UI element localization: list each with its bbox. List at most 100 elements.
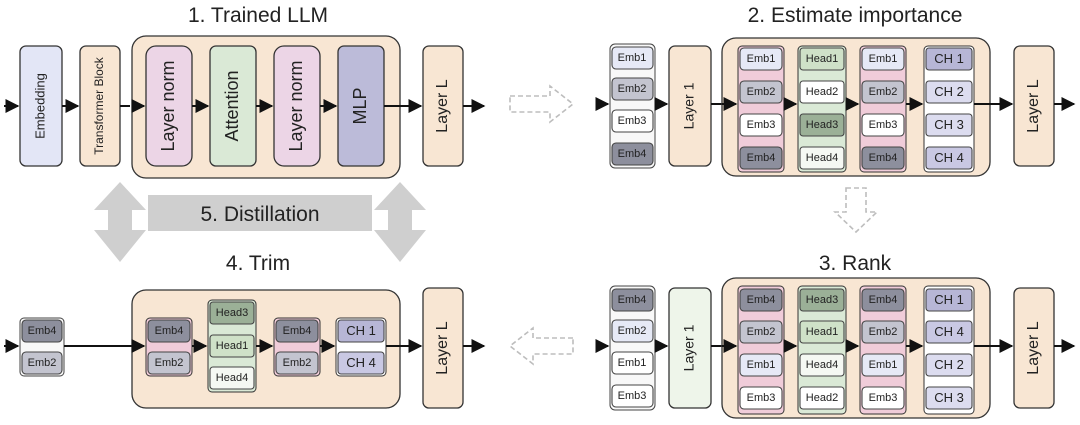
emb-cell [739, 80, 783, 104]
ch-cell [925, 353, 973, 377]
distillation-band [148, 195, 372, 231]
emb-cell [739, 288, 783, 312]
emb-text: Emb3 [747, 119, 776, 131]
emb-text: Emb3 [869, 392, 898, 404]
ch-cell [925, 288, 973, 312]
head-cell [799, 47, 845, 71]
head-text: Head3 [806, 119, 838, 131]
ch-cell [925, 386, 973, 410]
layer-1-label: Layer 1 [681, 82, 697, 129]
arrow-right-dashed [509, 84, 575, 124]
emb-cell [611, 319, 654, 343]
emb-cell [21, 319, 63, 343]
emb-cell [147, 319, 191, 343]
double-arrow-left-icon [94, 182, 146, 262]
emb-text: Emb2 [869, 86, 898, 98]
ch-text: CH 3 [934, 390, 964, 405]
emb-stack-2: Emb1 Emb2 Emb3 Emb4 [611, 46, 654, 166]
emb-cell [739, 47, 783, 71]
head-cell [799, 288, 845, 312]
head-text: Head1 [806, 53, 838, 65]
emb-cell [275, 319, 319, 343]
emb-text: Emb2 [155, 357, 184, 369]
step1-title: 1. Trained LLM [188, 4, 328, 27]
emb-text: Emb4 [747, 294, 776, 306]
emb-text: Emb2 [869, 326, 898, 338]
emb-text: Emb4 [618, 294, 647, 306]
emb-cell [861, 353, 905, 377]
ch-text: CH 4 [346, 355, 376, 370]
emb-cell [861, 146, 905, 170]
head-text: Head3 [216, 307, 248, 319]
head-cell [799, 386, 845, 410]
emb-cell [21, 351, 63, 375]
distillation-label: 5. Distillation [200, 203, 319, 226]
step3-title: 3. Rank [819, 252, 892, 275]
emb-text: Emb4 [155, 325, 184, 337]
ch-cell [925, 113, 973, 137]
step2-title: 2. Estimate importance [748, 4, 963, 27]
emb-text: Emb2 [28, 357, 57, 369]
head-cell [799, 146, 845, 170]
emb-text: Emb3 [618, 115, 647, 127]
emb-cell [611, 46, 654, 70]
emb-cell [739, 146, 783, 170]
layer-1-block [668, 287, 712, 409]
ch-text: CH 3 [934, 117, 964, 132]
emb-cell [861, 80, 905, 104]
emb-cell [861, 47, 905, 71]
ch-text: CH 1 [934, 292, 964, 307]
head-text: Head2 [806, 392, 838, 404]
panel-rank: Emb4 Emb2 Emb1 Emb3 Layer 1 Emb4 Emb2 Em… [595, 277, 1076, 419]
emb-text: Emb4 [618, 148, 647, 160]
emb-text: Emb1 [618, 52, 647, 64]
transformer-block-label: Transformer Block [92, 56, 106, 155]
attention-label: Attention [222, 70, 242, 141]
emb-text: Emb2 [283, 357, 312, 369]
emb-cell [861, 113, 905, 137]
ch-text: CH 4 [934, 324, 964, 339]
emb-cell [611, 77, 654, 101]
emb-text: Emb1 [747, 359, 776, 371]
panel-estimate-importance: Emb1 Emb2 Emb3 Emb4 Layer 1 Emb1 Emb2 Em… [595, 37, 1076, 177]
emb-text: Emb1 [747, 53, 776, 65]
step4-title: 4. Trim [226, 252, 290, 275]
head-text: Head1 [216, 340, 248, 352]
ch-cell [925, 146, 973, 170]
layer-l-label: Layer L [434, 321, 451, 374]
head-cell [799, 80, 845, 104]
double-arrow-right-icon [374, 182, 426, 262]
ch-cell [337, 351, 385, 375]
emb-text: Emb4 [869, 294, 898, 306]
emb-cell [611, 384, 654, 408]
layer-l-label: Layer L [1025, 321, 1042, 374]
emb-cell [611, 351, 654, 375]
panel-trained-llm: Embedding Transformer Block Layer norm A… [4, 35, 486, 179]
emb-text: Emb3 [618, 390, 647, 402]
emb-cell [739, 320, 783, 344]
emb-cell [861, 386, 905, 410]
emb-text: Emb2 [747, 326, 776, 338]
emb-text: Emb1 [618, 357, 647, 369]
head-cell [209, 366, 255, 390]
head-text: Head2 [806, 86, 838, 98]
emb-cell [147, 351, 191, 375]
head-cell [209, 301, 255, 325]
emb-cell [739, 353, 783, 377]
arrow-down-dashed [833, 187, 879, 234]
layer-l-block [422, 287, 464, 409]
emb-text: Emb3 [747, 392, 776, 404]
ch-text: CH 2 [934, 84, 964, 99]
head-cell [799, 320, 845, 344]
emb-text: Emb4 [283, 325, 312, 337]
head-text: Head3 [806, 294, 838, 306]
ch-text: CH 4 [934, 150, 964, 165]
ch-cell [925, 80, 973, 104]
emb-text: Emb2 [747, 86, 776, 98]
emb-text: Emb4 [747, 152, 776, 164]
emb-text: Emb3 [869, 119, 898, 131]
arrow-left-dashed [508, 326, 574, 366]
distillation-bar: 5. Distillation [94, 182, 426, 262]
emb-text: Emb1 [869, 53, 898, 65]
